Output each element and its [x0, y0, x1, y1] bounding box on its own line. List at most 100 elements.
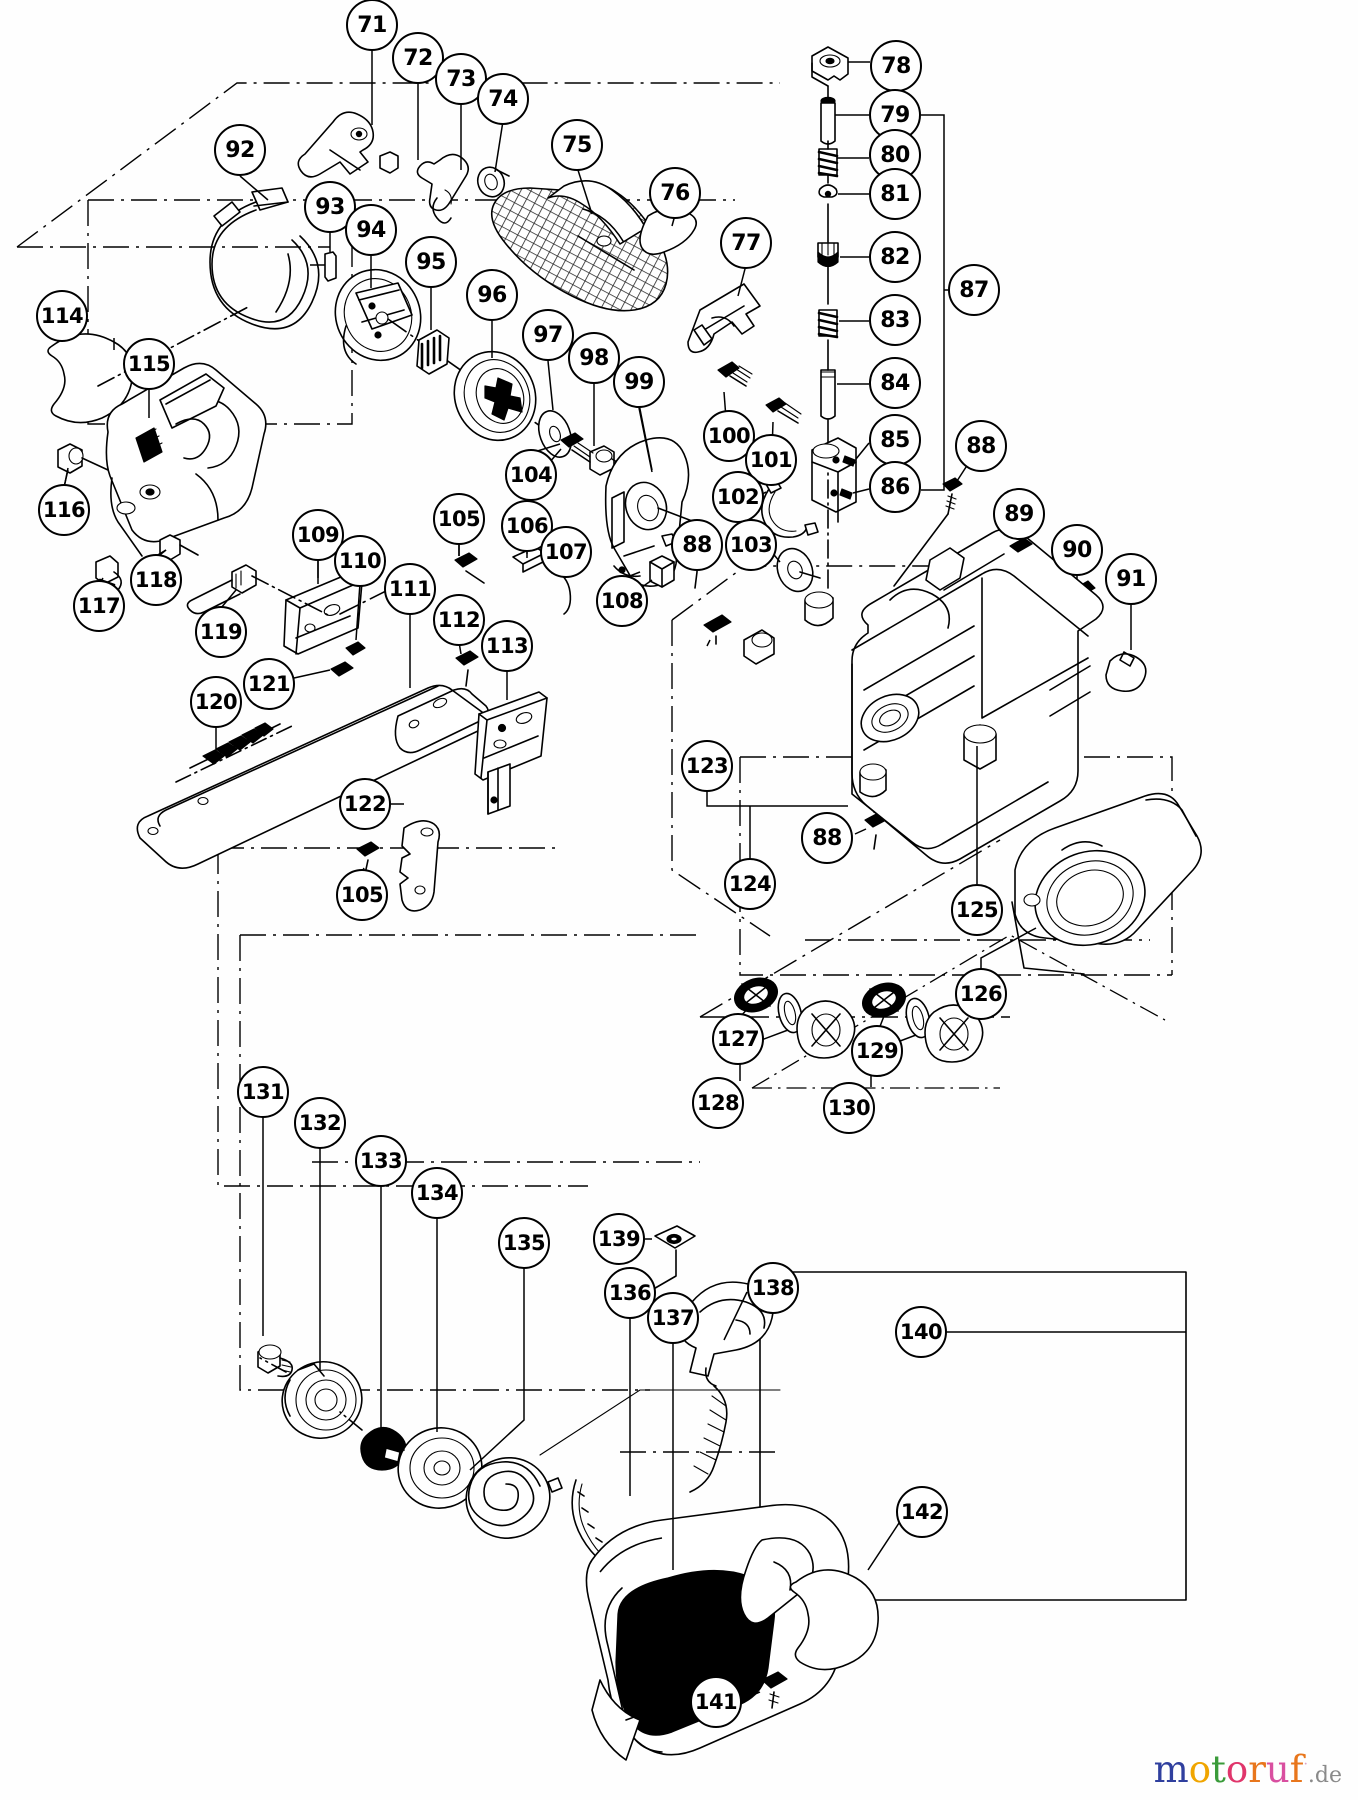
callout-balloon-113[interactable]: 113 [481, 620, 533, 672]
callout-balloon-119[interactable]: 119 [195, 606, 247, 658]
part-142-shield [789, 1519, 902, 1671]
callout-balloon-142[interactable]: 142 [896, 1486, 948, 1538]
part-83-spring-2 [817, 309, 839, 339]
callout-balloon-135[interactable]: 135 [498, 1217, 550, 1269]
part-112-screw [455, 641, 479, 687]
callout-balloon-111[interactable]: 111 [384, 563, 436, 615]
callout-balloon-107[interactable]: 107 [540, 526, 592, 578]
callout-balloon-124[interactable]: 124 [724, 858, 776, 910]
group-frame-upper-left [16, 82, 780, 248]
callout-balloon-105[interactable]: 105 [336, 869, 388, 921]
part-115-clutch-cover [105, 362, 267, 557]
callout-balloon-95[interactable]: 95 [405, 236, 457, 288]
callout-balloon-87[interactable]: 87 [948, 264, 1000, 316]
callout-balloon-128[interactable]: 128 [692, 1077, 744, 1129]
callout-balloon-122[interactable]: 122 [339, 778, 391, 830]
part-74-bushing [476, 166, 510, 198]
callout-balloon-76[interactable]: 76 [649, 167, 701, 219]
callout-balloon-104[interactable]: 104 [505, 449, 557, 501]
part-97-washer [537, 360, 573, 458]
callout-balloon-88[interactable]: 88 [801, 812, 853, 864]
callout-balloon-131[interactable]: 131 [237, 1066, 289, 1118]
part-118-nut [155, 534, 199, 561]
motoruf-watermark: motoruf·.de [1154, 1751, 1342, 1788]
callout-balloon-127[interactable]: 127 [712, 1013, 764, 1065]
part-71-throttle-lever [297, 111, 375, 178]
callout-balloon-84[interactable]: 84 [869, 357, 921, 409]
callout-balloon-137[interactable]: 137 [647, 1292, 699, 1344]
callout-balloon-89[interactable]: 89 [993, 488, 1045, 540]
callout-balloon-83[interactable]: 83 [869, 294, 921, 346]
part-82-piston [817, 203, 839, 305]
part-135-recoil-spring [465, 1265, 563, 1539]
callout-balloon-88[interactable]: 88 [671, 519, 723, 571]
callout-balloon-103[interactable]: 103 [725, 519, 777, 571]
callout-balloon-116[interactable]: 116 [38, 484, 90, 536]
callout-balloon-120[interactable]: 120 [190, 676, 242, 728]
callout-balloon-94[interactable]: 94 [345, 204, 397, 256]
callout-balloon-85[interactable]: 85 [869, 414, 921, 466]
callout-balloon-140[interactable]: 140 [895, 1306, 947, 1358]
part-134-pulley [397, 1213, 483, 1509]
callout-balloon-102[interactable]: 102 [712, 471, 764, 523]
callout-balloon-71[interactable]: 71 [346, 0, 398, 51]
callout-balloon-110[interactable]: 110 [334, 535, 386, 587]
callout-balloon-133[interactable]: 133 [355, 1135, 407, 1187]
callout-balloon-141[interactable]: 141 [690, 1676, 742, 1728]
callout-balloon-81[interactable]: 81 [869, 168, 921, 220]
part-88-screw-a [893, 463, 969, 587]
part-125-bushing [963, 724, 997, 884]
callout-balloon-99[interactable]: 99 [613, 356, 665, 408]
callout-balloon-138[interactable]: 138 [747, 1262, 799, 1314]
part-130b-mount [924, 1004, 984, 1063]
part-96-clutch-drum [453, 321, 537, 442]
watermark-letter-t-2: t [1211, 1748, 1226, 1791]
callout-balloon-130[interactable]: 130 [823, 1082, 875, 1134]
callout-balloon-112[interactable]: 112 [433, 594, 485, 646]
callout-balloon-90[interactable]: 90 [1051, 524, 1103, 576]
callout-balloon-123[interactable]: 123 [681, 740, 733, 792]
callout-balloon-78[interactable]: 78 [870, 40, 922, 92]
callout-balloon-108[interactable]: 108 [596, 575, 648, 627]
callout-balloon-115[interactable]: 115 [123, 338, 175, 390]
callout-balloon-125[interactable]: 125 [951, 884, 1003, 936]
callout-balloon-132[interactable]: 132 [294, 1097, 346, 1149]
part-92-brake-band [209, 175, 320, 330]
part-133-nut [339, 1181, 407, 1471]
callout-balloon-92[interactable]: 92 [214, 124, 266, 176]
callout-balloon-96[interactable]: 96 [466, 269, 518, 321]
part-127-spring-mount-a [734, 977, 778, 1018]
part-81-clip [818, 184, 838, 198]
callout-balloon-114[interactable]: 114 [36, 290, 88, 342]
callout-balloon-121[interactable]: 121 [243, 658, 295, 710]
callout-balloon-126[interactable]: 126 [955, 968, 1007, 1020]
part-129-spring-mount-b [862, 982, 906, 1030]
callout-balloon-139[interactable]: 139 [593, 1213, 645, 1265]
callout-balloon-117[interactable]: 117 [73, 580, 125, 632]
callout-balloon-74[interactable]: 74 [477, 73, 529, 125]
callout-balloon-82[interactable]: 82 [869, 231, 921, 283]
watermark-letter-m-0: m [1153, 1748, 1189, 1791]
callout-balloon-77[interactable]: 77 [720, 217, 772, 269]
callout-balloon-98[interactable]: 98 [568, 332, 620, 384]
part-132-pawl-assembly [259, 1143, 363, 1439]
callout-balloon-91[interactable]: 91 [1105, 553, 1157, 605]
watermark-letter-o-1: o [1188, 1748, 1212, 1791]
callout-balloon-134[interactable]: 134 [411, 1167, 463, 1219]
part-110-screw [345, 582, 366, 656]
callout-balloon-118[interactable]: 118 [130, 554, 182, 606]
part-120-saw-chain [175, 722, 293, 783]
callout-balloon-88[interactable]: 88 [955, 420, 1007, 472]
watermark-dot: . [1307, 1763, 1315, 1788]
callout-balloon-86[interactable]: 86 [869, 461, 921, 513]
callout-balloon-97[interactable]: 97 [522, 309, 574, 361]
part-111-guide-bar [136, 611, 490, 869]
part-78-cap [811, 46, 849, 87]
callout-balloon-75[interactable]: 75 [551, 119, 603, 171]
watermark-letter-u-5: u [1265, 1748, 1290, 1791]
callout-balloon-129[interactable]: 129 [851, 1025, 903, 1077]
part-138-starter-handle [678, 1281, 774, 1493]
part-108-block [637, 555, 675, 591]
callout-balloon-105[interactable]: 105 [433, 493, 485, 545]
